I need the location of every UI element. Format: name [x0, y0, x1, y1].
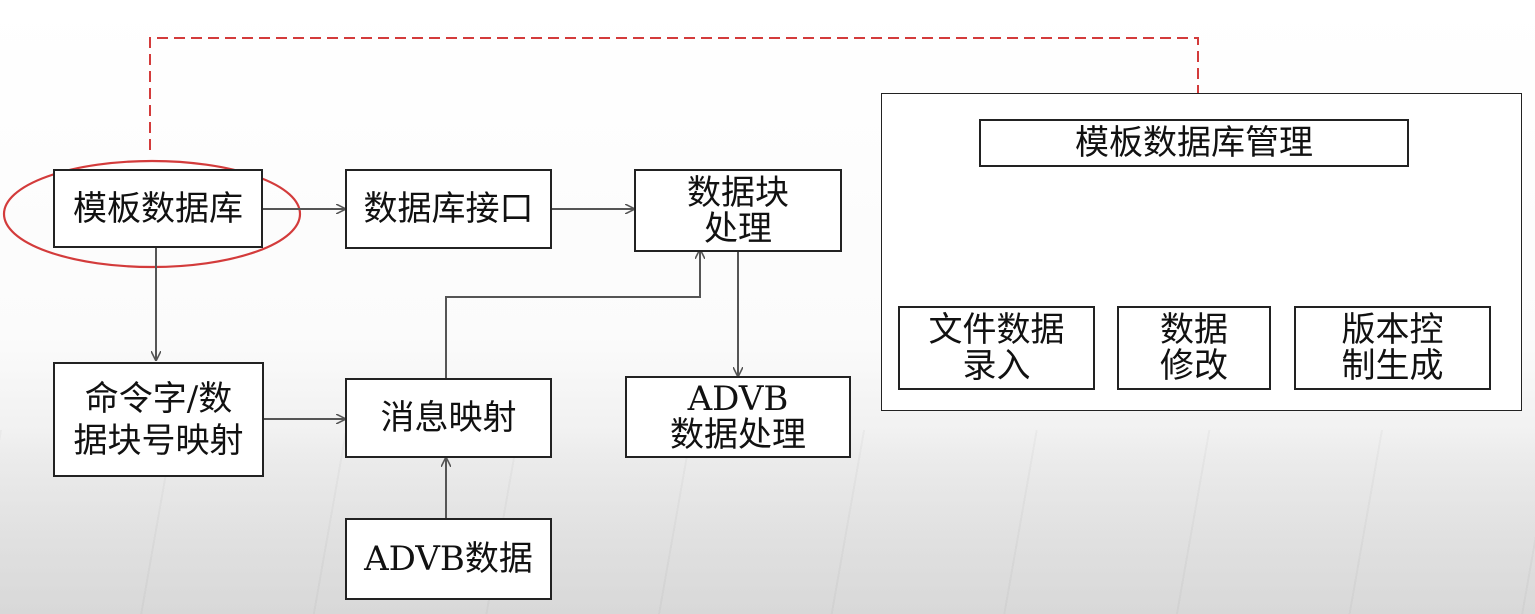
block-process-node: 数据块 处理 — [634, 169, 842, 252]
arrow-msgmap-to-block — [445, 250, 700, 378]
dashed-link-arrow — [149, 37, 1198, 150]
cmd-map-line1: 命令字/数 — [84, 378, 233, 419]
template-db-label: 模板数据库 — [73, 188, 243, 229]
advb-process-line2: 数据处理 — [670, 415, 806, 455]
advb-process-node: ADVB 数据处理 — [625, 376, 851, 458]
msg-map-node: 消息映射 — [345, 378, 552, 458]
db-interface-node: 数据库接口 — [345, 169, 552, 249]
file-entry-line2: 录入 — [962, 346, 1031, 386]
advb-data-label: ADVB数据 — [364, 539, 533, 579]
advb-process-line1: ADVB — [687, 379, 789, 419]
version-control-line2: 制生成 — [1341, 346, 1444, 386]
panel-child-data-modify: 数据 修改 — [1117, 306, 1271, 390]
data-modify-line1: 数据 — [1160, 310, 1228, 350]
data-modify-line2: 修改 — [1160, 346, 1228, 386]
msg-map-label: 消息映射 — [380, 398, 517, 438]
version-control-line1: 版本控 — [1341, 310, 1444, 350]
panel-root-label: 模板数据库管理 — [1075, 123, 1313, 163]
cmd-map-node: 命令字/数 据块号映射 — [53, 362, 264, 477]
template-db-node: 模板数据库 — [53, 169, 263, 248]
panel-child-version-control: 版本控 制生成 — [1294, 306, 1491, 390]
file-entry-line1: 文件数据 — [928, 310, 1065, 350]
advb-data-node: ADVB数据 — [345, 518, 552, 600]
cmd-map-line2: 据块号映射 — [73, 420, 244, 461]
block-process-line1: 数据块 — [687, 172, 789, 213]
db-interface-label: 数据库接口 — [363, 189, 534, 229]
block-process-line2: 处理 — [704, 208, 772, 249]
panel-root-node: 模板数据库管理 — [979, 119, 1409, 167]
panel-child-file-entry: 文件数据 录入 — [898, 306, 1095, 390]
highlight-ellipse — [2, 159, 302, 269]
